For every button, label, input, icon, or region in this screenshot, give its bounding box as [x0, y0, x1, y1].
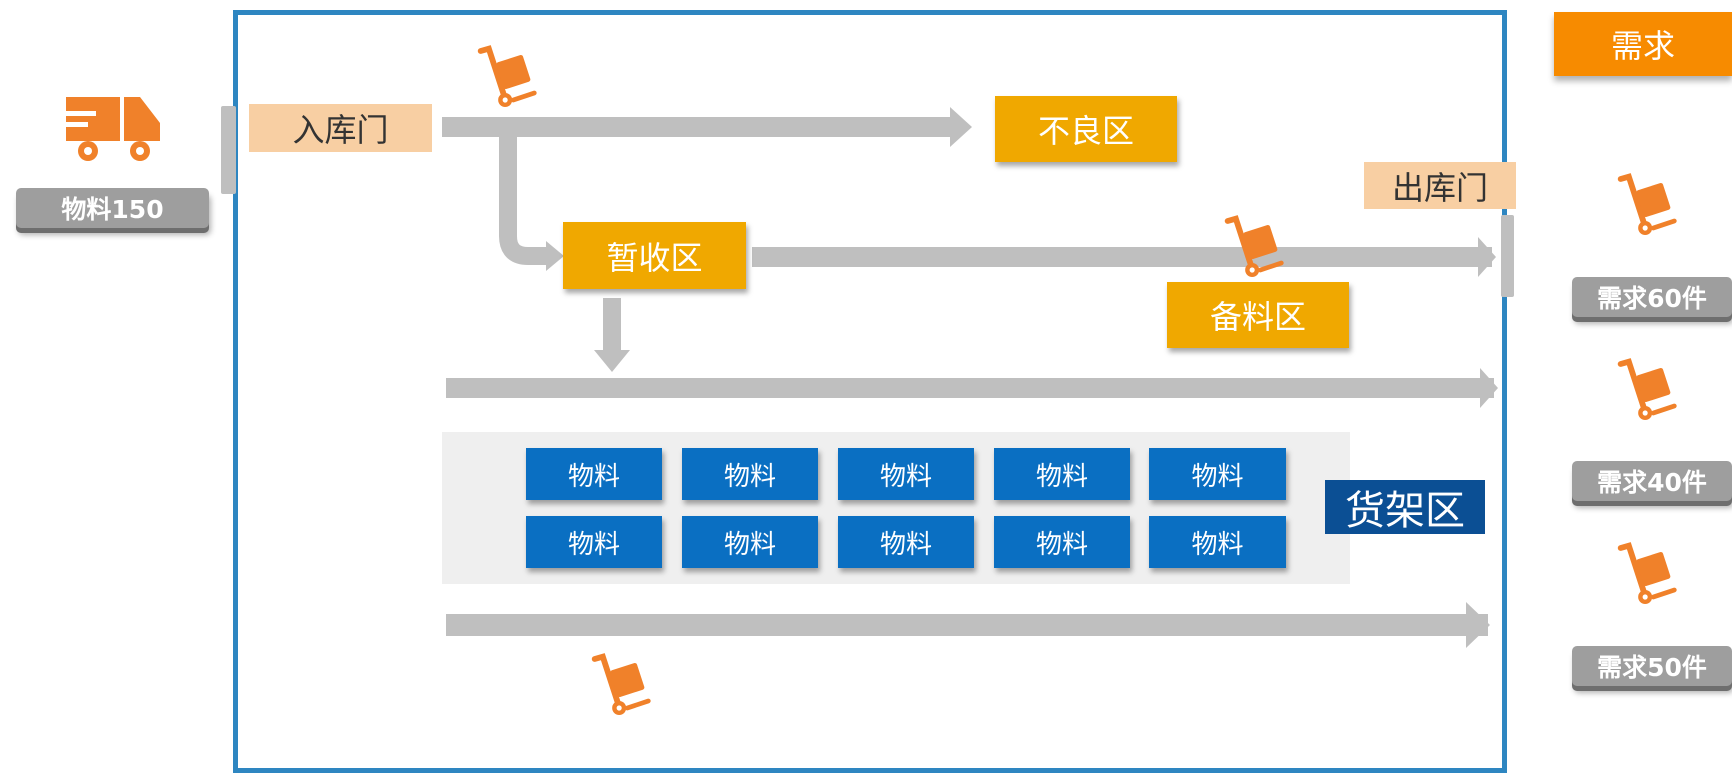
demand-item-60: 需求60件	[1572, 277, 1732, 317]
truck-icon	[66, 97, 160, 161]
receiving-zone: 暂收区	[563, 222, 746, 289]
hand-truck-icon	[1617, 173, 1677, 235]
hand-truck-icon	[1224, 215, 1284, 277]
shelf-zone-label: 货架区	[1325, 480, 1485, 534]
material-item: 物料	[682, 516, 818, 568]
arrow-shaft-main	[446, 378, 1494, 398]
material-item: 物料	[838, 448, 974, 500]
outbound-door-label: 出库门	[1364, 162, 1516, 209]
material-item: 物料	[1149, 448, 1286, 500]
inbound-door-bar	[221, 106, 236, 194]
material-item: 物料	[994, 516, 1130, 568]
material-item: 物料	[1149, 516, 1286, 568]
hand-truck-icon	[591, 653, 651, 715]
demand-item-40: 需求40件	[1572, 461, 1732, 501]
material-item: 物料	[526, 448, 662, 500]
hand-truck-icon	[1617, 358, 1677, 420]
material-item: 物料	[682, 448, 818, 500]
demand-item-50: 需求50件	[1572, 646, 1732, 686]
arrow-elbow-to-receiving	[499, 135, 550, 265]
defective-zone: 不良区	[995, 96, 1177, 162]
inbound-door-label: 入库门	[249, 104, 432, 152]
arrow-head-bottom	[1466, 602, 1490, 648]
arrow-shaft-bottom	[446, 614, 1488, 636]
arrow-shaft-to-outbound	[752, 247, 1492, 267]
warehouse-boundary	[233, 10, 1507, 773]
hand-truck-icon	[1617, 542, 1677, 604]
arrow-head-main	[1480, 368, 1498, 408]
arrow-shaft-down	[603, 298, 621, 352]
staging-zone: 备料区	[1167, 282, 1349, 348]
arrow-shaft-to-defective	[442, 117, 952, 137]
arrow-head-to-defective	[950, 107, 972, 147]
outbound-door-bar	[1501, 215, 1514, 297]
material-item: 物料	[526, 516, 662, 568]
arrow-head-down	[594, 350, 630, 372]
hand-truck-icon	[477, 45, 537, 107]
arrow-head-to-receiving	[546, 241, 564, 271]
demand-header: 需求	[1554, 12, 1732, 76]
arrow-head-to-outbound	[1478, 237, 1496, 277]
material-item: 物料	[994, 448, 1130, 500]
material-item: 物料	[838, 516, 974, 568]
truck-material-tag: 物料150	[16, 188, 209, 228]
